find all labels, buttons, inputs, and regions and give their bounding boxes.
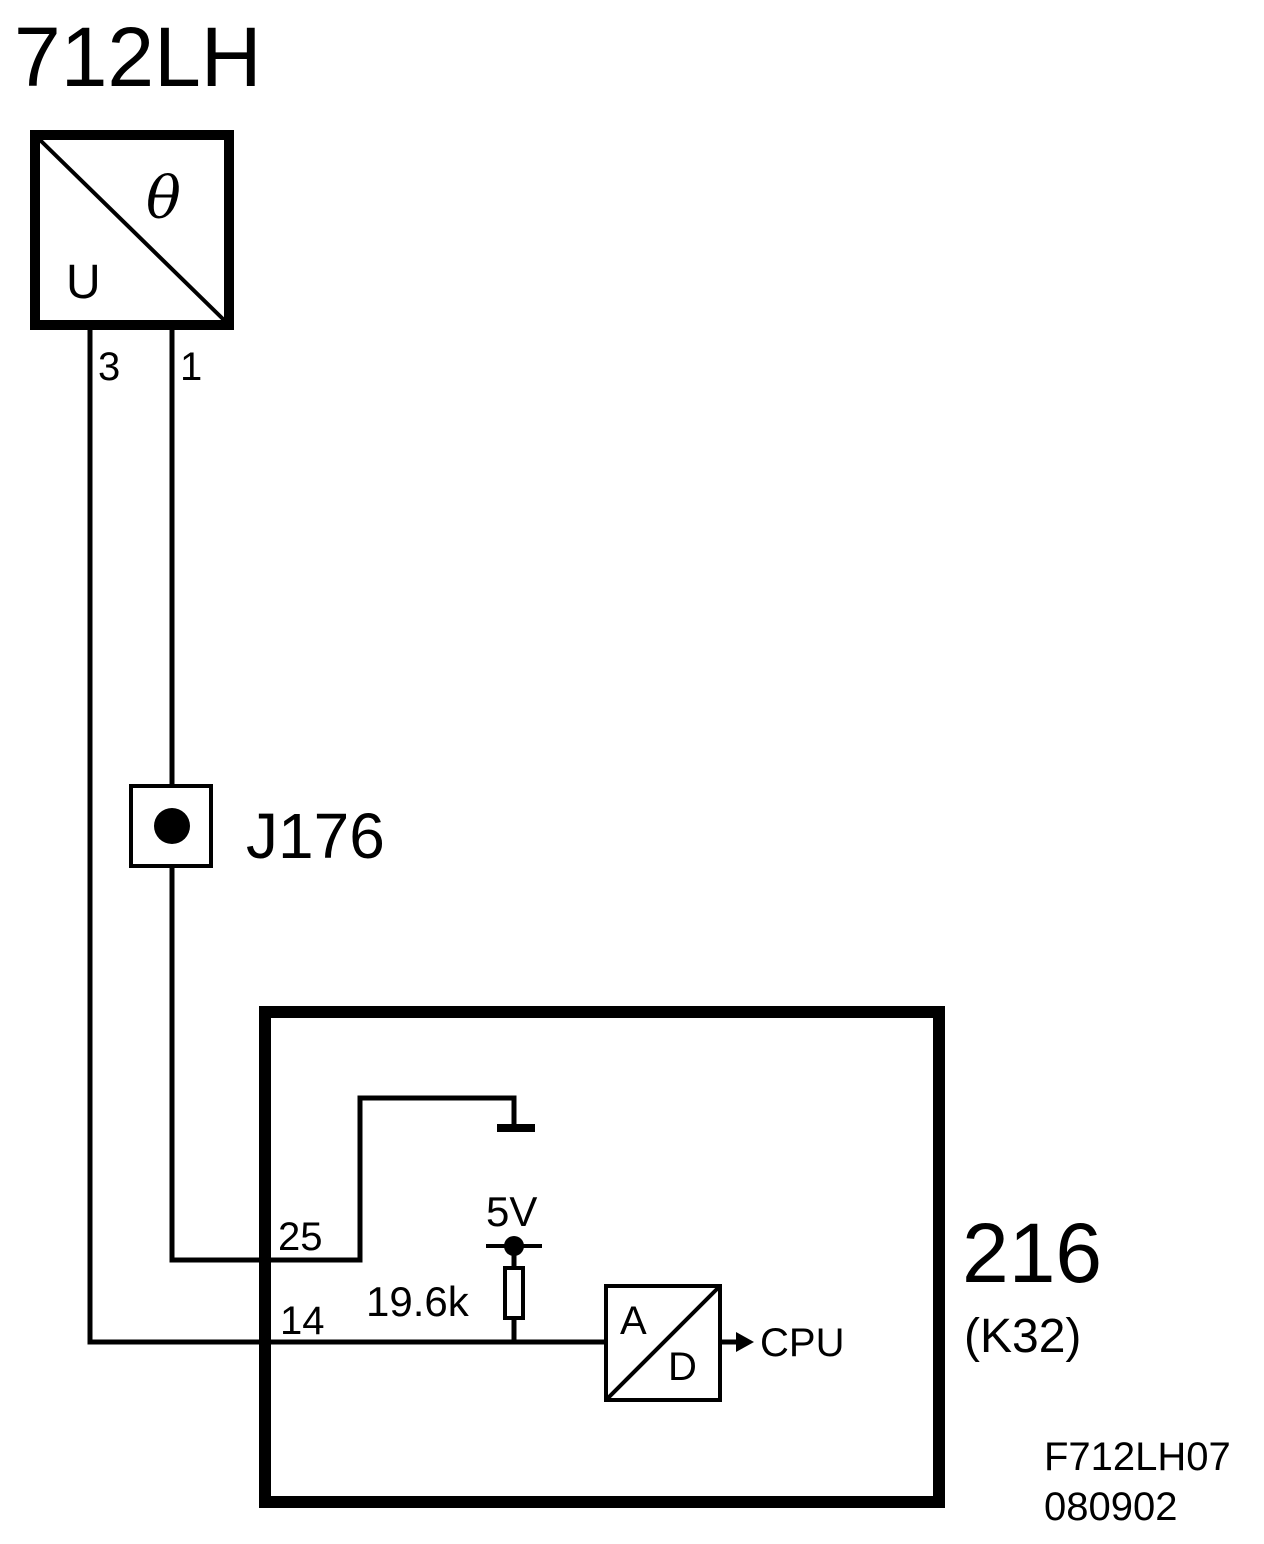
adc-input-label: A bbox=[620, 1299, 647, 1343]
wire-pin3-to-pin14 bbox=[87, 330, 608, 1345]
module-id-label: 216 bbox=[962, 1206, 1102, 1300]
theta-symbol: θ bbox=[146, 164, 181, 232]
module-sub-id-label: (K32) bbox=[964, 1310, 1081, 1363]
junction-id-label: J176 bbox=[246, 800, 385, 872]
ad-converter: A D bbox=[604, 1284, 722, 1402]
adc-output-label: D bbox=[668, 1345, 697, 1389]
wire-pin1-to-pin25 bbox=[169, 330, 517, 1263]
sensor-id-label: 712LH bbox=[14, 10, 262, 104]
module-pin-14-label: 14 bbox=[280, 1299, 325, 1343]
resistor-value-label: 19.6k bbox=[366, 1278, 470, 1325]
figure-date-label: 080902 bbox=[1044, 1485, 1177, 1529]
temperature-sensor-symbol: θ U bbox=[30, 130, 234, 330]
figure-code-label: F712LH07 bbox=[1044, 1435, 1231, 1479]
module-pin-25-label: 25 bbox=[278, 1215, 323, 1259]
voltage-symbol: U bbox=[66, 256, 101, 309]
supply-node bbox=[486, 1236, 542, 1256]
pullup-resistor bbox=[503, 1266, 525, 1320]
cpu-label: CPU bbox=[760, 1321, 844, 1365]
arrow-to-cpu bbox=[720, 1332, 754, 1352]
supply-voltage-label: 5V bbox=[486, 1188, 537, 1235]
sensor-pin-3-label: 3 bbox=[98, 345, 120, 389]
control-module-box bbox=[259, 1006, 945, 1508]
junction-symbol bbox=[129, 784, 213, 868]
sensor-pin-1-label: 1 bbox=[180, 345, 202, 389]
